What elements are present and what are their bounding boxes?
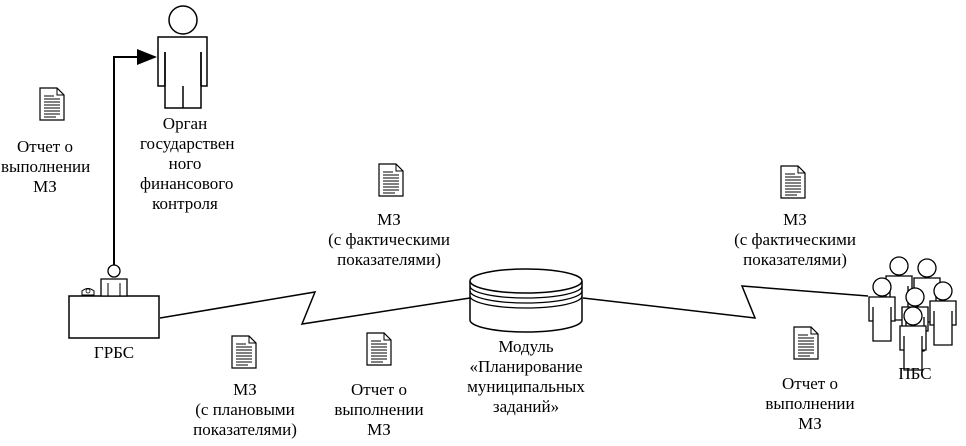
pbs-group-icon	[868, 256, 957, 371]
label-line: Модуль	[498, 337, 554, 356]
pbs-label: ПБС	[898, 364, 932, 383]
link-grbs-module	[159, 291, 471, 325]
label-line: финансового	[140, 174, 234, 193]
label-line: ного	[168, 154, 202, 173]
report-to-control-label: Отчет о выполнении МЗ	[1, 137, 91, 197]
database-module-icon	[469, 268, 583, 333]
module-label: Модуль «Планирование муниципальных задан…	[456, 337, 596, 417]
label-line: «Планирование	[469, 357, 583, 376]
label-line: государствен	[140, 134, 235, 153]
link-module-pbs	[582, 285, 869, 319]
label-line: показателями)	[743, 250, 847, 269]
document-icon	[231, 335, 257, 369]
label-line: выполнении	[765, 394, 855, 413]
document-icon	[378, 163, 404, 197]
document-icon	[366, 332, 392, 366]
report-left-label: Отчет о выполнении МЗ	[329, 380, 429, 440]
mz-planned-label: МЗ (с плановыми показателями)	[175, 380, 315, 440]
document-icon	[793, 326, 819, 360]
label-line: (с фактическими	[328, 230, 450, 249]
grbs-label: ГРБС	[93, 343, 135, 362]
label-line: муниципальных	[467, 377, 585, 396]
label-line: выполнении	[1, 157, 91, 176]
label-line: показателями)	[193, 420, 297, 439]
mz-actual-right-label: МЗ (с фактическими показателями)	[720, 210, 870, 270]
label-line: Орган	[162, 114, 208, 133]
label-line: МЗ	[367, 420, 391, 439]
document-icon	[39, 87, 65, 121]
control-body-label: Орган государствен ного финансового конт…	[140, 114, 235, 214]
report-right-label: Отчет о выполнении МЗ	[755, 374, 865, 434]
control-body-person-icon	[157, 5, 208, 109]
label-line: (с фактическими	[734, 230, 856, 249]
label-line: МЗ	[377, 210, 401, 229]
grbs-workstation-icon	[68, 264, 160, 339]
label-line: выполнении	[334, 400, 424, 419]
label-line: МЗ	[233, 380, 257, 399]
label-line: Отчет о	[782, 374, 838, 393]
label-line: показателями)	[337, 250, 441, 269]
report-arrow	[113, 49, 157, 265]
label-line: МЗ	[33, 177, 57, 196]
label-line: МЗ	[798, 414, 822, 433]
label-line: Отчет о	[351, 380, 407, 399]
document-icon	[780, 165, 806, 199]
label-line: МЗ	[783, 210, 807, 229]
label-line: контроля	[152, 194, 218, 213]
label-line: (с плановыми	[195, 400, 295, 419]
label-line: Отчет о	[17, 137, 73, 156]
label-line: заданий»	[492, 397, 560, 416]
mz-actual-left-label: МЗ (с фактическими показателями)	[314, 210, 464, 270]
